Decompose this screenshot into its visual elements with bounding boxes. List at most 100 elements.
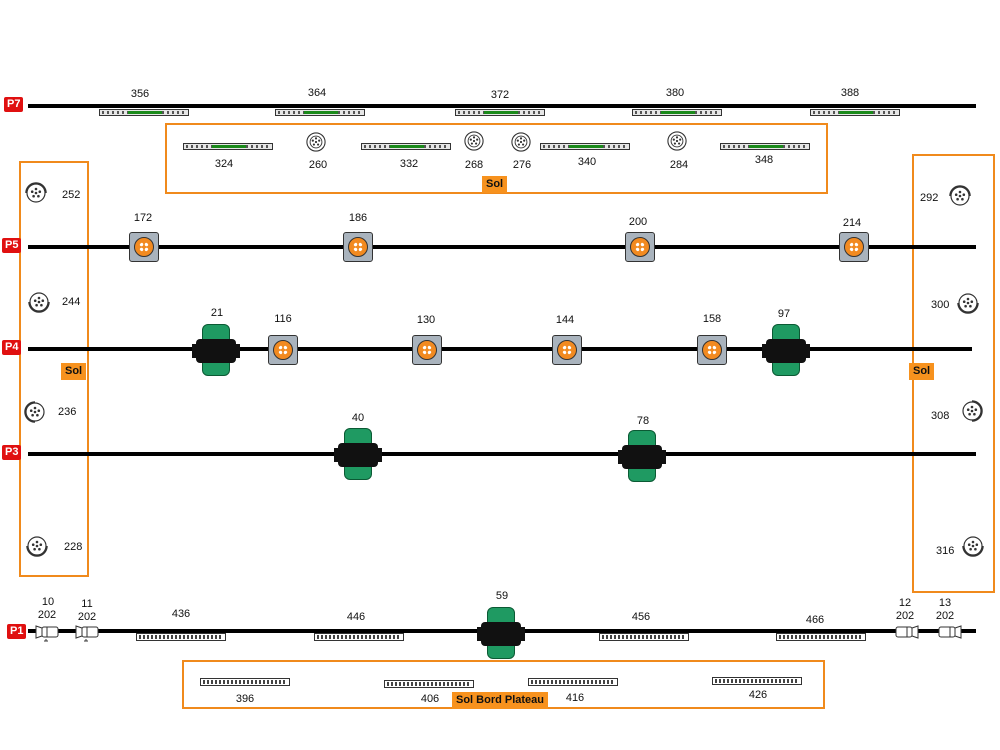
- moving-head-icon: [192, 324, 240, 376]
- par-can-icon: [667, 131, 687, 151]
- cyclo-strip-icon: [528, 678, 618, 686]
- fixture-number: 466: [805, 614, 825, 626]
- par-can-icon: [24, 401, 45, 423]
- flood-light-icon: [697, 335, 727, 365]
- par-can-icon: [464, 131, 484, 151]
- par-can-icon: [26, 536, 48, 557]
- pipe-label-p7: P7: [4, 97, 24, 112]
- pipe-label-p3: P3: [2, 445, 22, 460]
- fixture-number: 21: [210, 307, 224, 319]
- fixture-number: 388: [840, 87, 860, 99]
- zone-label-right-sol: Sol: [909, 363, 935, 380]
- flood-light-icon: [129, 232, 159, 262]
- pipe-p7: [28, 104, 976, 108]
- fixture-number: 324: [214, 158, 234, 170]
- fixture-number: 284: [669, 159, 689, 171]
- cyclo-strip-icon: [776, 633, 866, 641]
- fixture-number: 40: [351, 412, 365, 424]
- led-bar-icon: [810, 109, 900, 116]
- fixture-number: 260: [308, 159, 328, 171]
- fixture-number: 356: [130, 88, 150, 100]
- fixture-number: 416: [565, 692, 585, 704]
- fixture-number: 144: [555, 314, 575, 326]
- led-bar-icon: [361, 143, 451, 150]
- moving-head-icon: [618, 430, 666, 482]
- fixture-number: 372: [490, 89, 510, 101]
- fixture-number: 12: [898, 597, 912, 609]
- fixture-number: 364: [307, 87, 327, 99]
- fixture-number: 130: [416, 314, 436, 326]
- fixture-number: 348: [754, 154, 774, 166]
- profile-spot-icon: [895, 625, 919, 639]
- profile-spot-icon: [75, 625, 99, 642]
- moving-head-icon: [334, 428, 382, 480]
- profile-spot-icon: [938, 625, 962, 639]
- fixture-number: 244: [62, 296, 81, 308]
- flood-light-icon: [412, 335, 442, 365]
- par-can-icon: [962, 536, 984, 557]
- fixture-subnumber: 202: [37, 609, 57, 621]
- cyclo-strip-icon: [712, 677, 802, 685]
- fixture-number: 214: [842, 217, 862, 229]
- zone-label-top-sol: Sol: [482, 176, 508, 193]
- zone-label-left-sol: Sol: [61, 363, 87, 380]
- fixture-number: 308: [931, 410, 950, 422]
- fixture-number: 446: [346, 611, 366, 623]
- pipe-p5: [28, 245, 976, 249]
- profile-spot-icon: [35, 625, 59, 642]
- fixture-number: 228: [64, 541, 83, 553]
- cyclo-strip-icon: [200, 678, 290, 686]
- fixture-subnumber: 202: [895, 610, 915, 622]
- fixture-number: 332: [399, 158, 419, 170]
- zone-top-sol: [165, 123, 828, 194]
- cyclo-strip-icon: [599, 633, 689, 641]
- zone-left-sol: [19, 161, 89, 577]
- fixture-number: 13: [938, 597, 952, 609]
- fixture-number: 78: [636, 415, 650, 427]
- par-can-icon: [949, 185, 971, 206]
- flood-light-icon: [839, 232, 869, 262]
- par-can-icon: [962, 400, 983, 422]
- flood-light-icon: [343, 232, 373, 262]
- moving-head-icon: [477, 607, 525, 659]
- fixture-number: 426: [748, 689, 768, 701]
- par-can-icon: [957, 293, 979, 314]
- fixture-number: 158: [702, 313, 722, 325]
- moving-head-icon: [762, 324, 810, 376]
- fixture-number: 59: [495, 590, 509, 602]
- cyclo-strip-icon: [314, 633, 404, 641]
- led-bar-icon: [720, 143, 810, 150]
- flood-light-icon: [552, 335, 582, 365]
- flood-light-icon: [625, 232, 655, 262]
- fixture-number: 252: [62, 189, 81, 201]
- fixture-number: 300: [931, 299, 950, 311]
- pipe-label-p5: P5: [2, 238, 22, 253]
- flood-light-icon: [268, 335, 298, 365]
- fixture-number: 436: [171, 608, 191, 620]
- led-bar-icon: [632, 109, 722, 116]
- fixture-number: 116: [274, 313, 292, 325]
- pipe-label-p4: P4: [2, 340, 22, 355]
- fixture-subnumber: 202: [77, 611, 97, 623]
- fixture-number: 456: [631, 611, 651, 623]
- led-bar-icon: [455, 109, 545, 116]
- fixture-number: 268: [464, 159, 484, 171]
- fixture-number: 406: [420, 693, 440, 705]
- fixture-number: 97: [777, 308, 791, 320]
- cyclo-strip-icon: [136, 633, 226, 641]
- fixture-number: 276: [512, 159, 532, 171]
- zone-label-sol-bord-plateau: Sol Bord Plateau: [452, 692, 549, 709]
- pipe-label-p1: P1: [7, 624, 27, 639]
- fixture-number: 10: [41, 596, 55, 608]
- fixture-number: 200: [628, 216, 648, 228]
- fixture-subnumber: 202: [935, 610, 955, 622]
- cyclo-strip-icon: [384, 680, 474, 688]
- fixture-number: 11: [81, 598, 93, 610]
- par-can-icon: [306, 132, 326, 152]
- par-can-icon: [25, 182, 47, 203]
- led-bar-icon: [183, 143, 273, 150]
- led-bar-icon: [99, 109, 189, 116]
- fixture-number: 380: [665, 87, 685, 99]
- led-bar-icon: [275, 109, 365, 116]
- par-can-icon: [28, 292, 50, 313]
